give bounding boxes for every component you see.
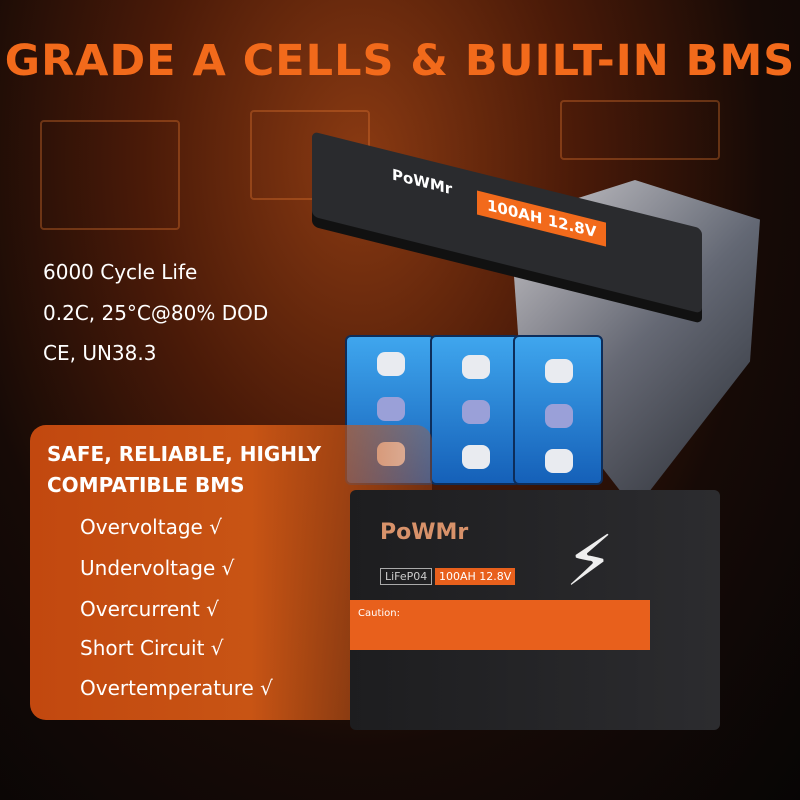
lid-rating: 100AH 12.8V bbox=[477, 190, 607, 247]
battery-cell bbox=[513, 335, 603, 485]
bms-feature: Short Circuit √ bbox=[80, 636, 224, 660]
case-brand: PoWMr bbox=[380, 520, 469, 545]
bms-feature: Overcurrent √ bbox=[80, 597, 219, 621]
spec-discharge: 0.2C, 25°C@80% DOD bbox=[43, 301, 269, 325]
bms-feature: Undervoltage √ bbox=[80, 556, 235, 580]
battery-cell bbox=[430, 335, 520, 485]
circuit-trace bbox=[40, 120, 180, 230]
bms-heading-line2: COMPATIBLE BMS bbox=[47, 473, 245, 497]
circuit-trace bbox=[560, 100, 720, 160]
lightning-icon: ⚡ bbox=[565, 520, 615, 602]
headline: GRADE A CELLS & BUILT-IN BMS bbox=[4, 36, 796, 86]
case-rating: 100AH 12.8V bbox=[435, 568, 516, 585]
bms-heading-line1: SAFE, RELIABLE, HIGHLY bbox=[47, 442, 322, 466]
bms-feature: Overvoltage √ bbox=[80, 515, 222, 539]
lid-brand: PoWMr bbox=[392, 165, 453, 199]
spec-certification: CE, UN38.3 bbox=[43, 341, 157, 365]
bms-feature: Overtemperature √ bbox=[80, 676, 273, 700]
caution-label: Caution: bbox=[358, 608, 400, 619]
case-chemistry: LiFeP04 bbox=[380, 568, 433, 585]
spec-cycle-life: 6000 Cycle Life bbox=[43, 260, 198, 284]
battery-case: PoWMr LiFeP04 100AH 12.8V Caution: ⚡ bbox=[350, 490, 720, 730]
caution-strip: Caution: bbox=[350, 600, 650, 650]
